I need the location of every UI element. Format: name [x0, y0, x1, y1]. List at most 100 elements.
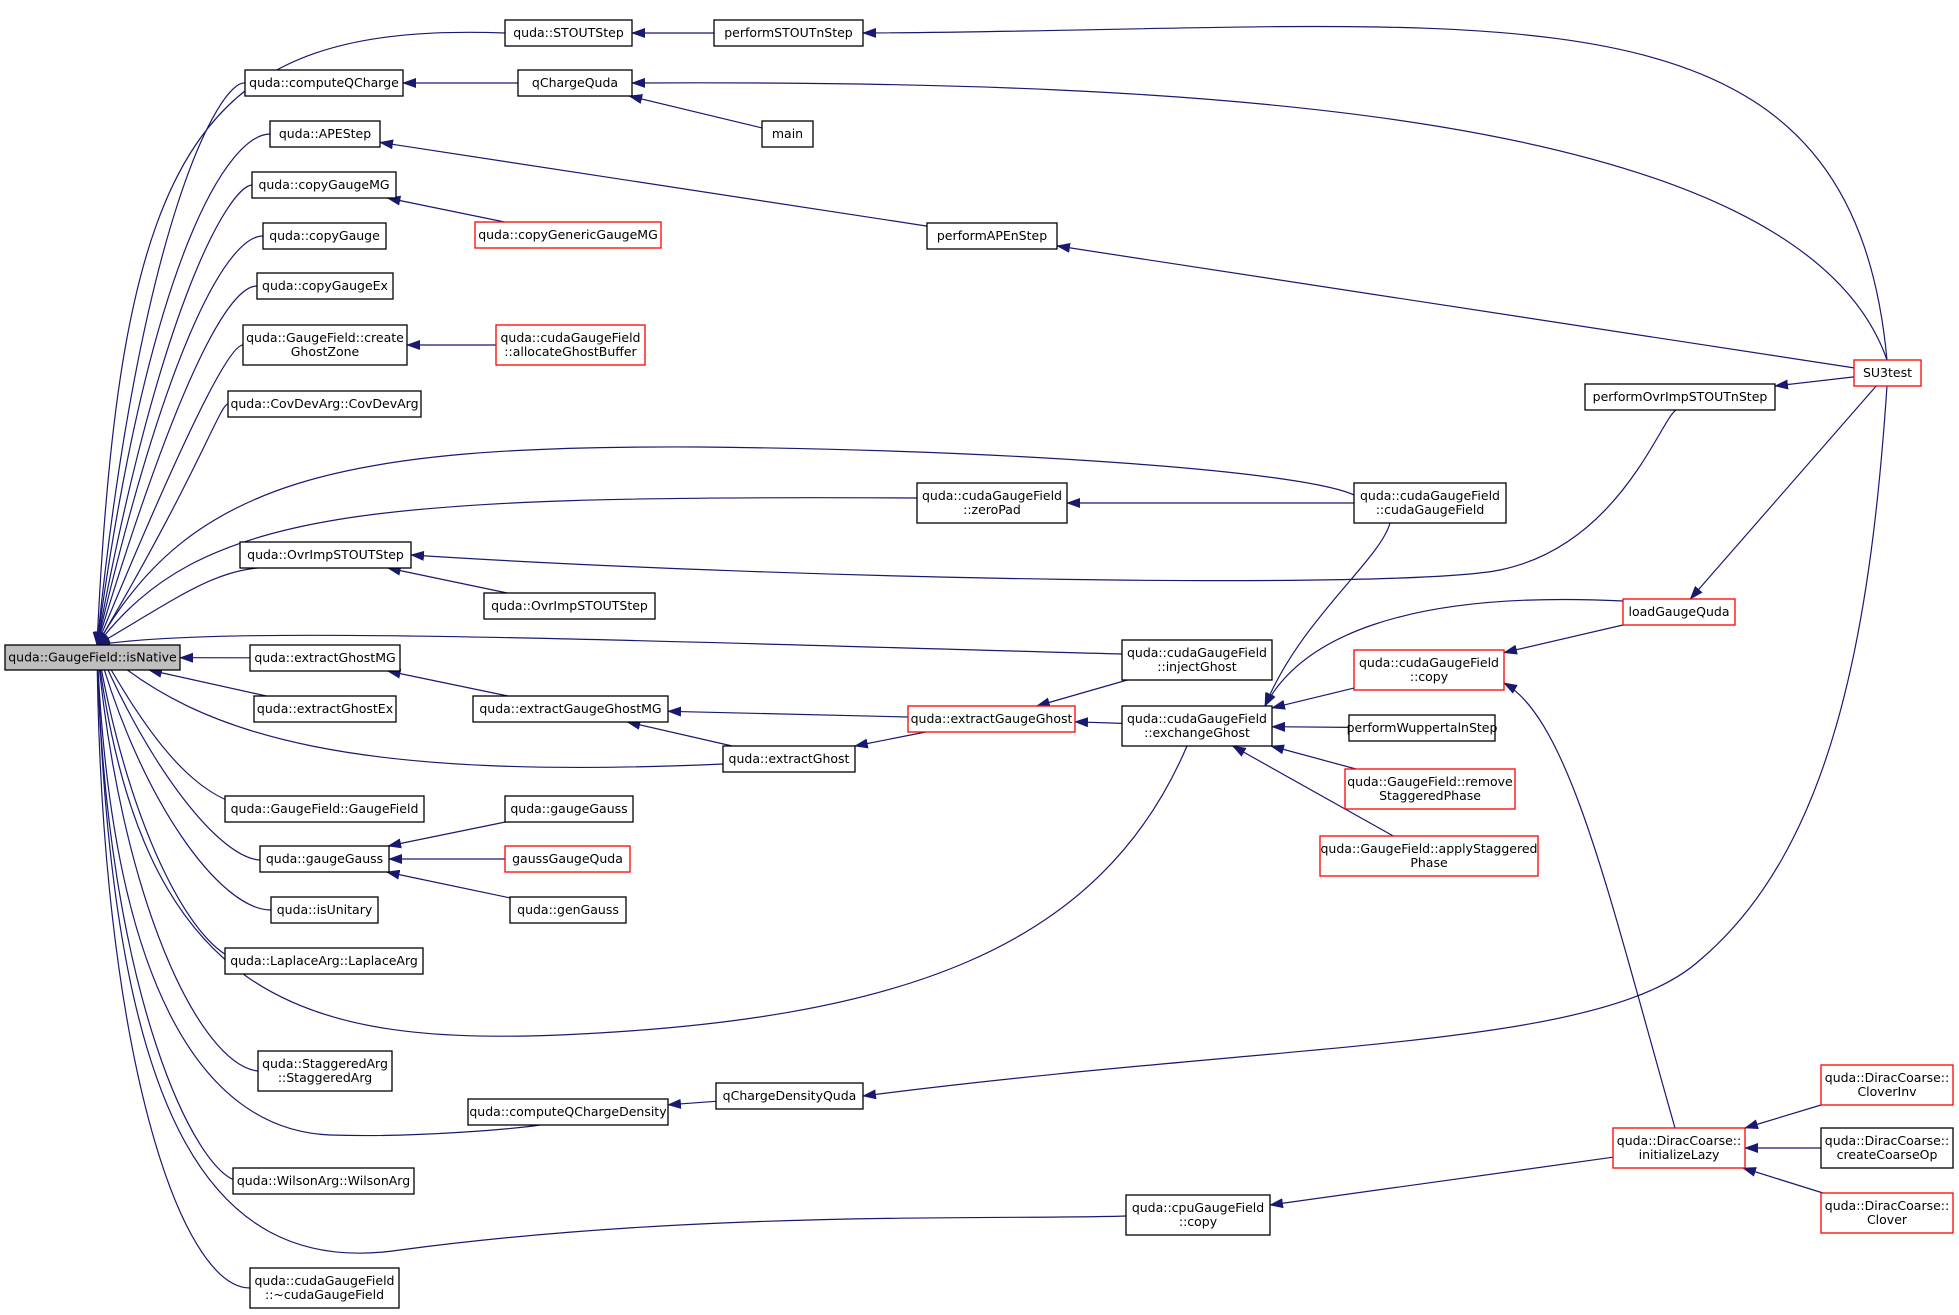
node-performapenstep[interactable]: performAPEnStep	[926, 222, 1058, 250]
node-box[interactable]	[1612, 1127, 1746, 1169]
node-box[interactable]	[1319, 835, 1539, 877]
node-box[interactable]	[713, 19, 864, 47]
node-box[interactable]	[1820, 1127, 1954, 1169]
node-box[interactable]	[483, 592, 656, 620]
node-covdevarg[interactable]: quda::CovDevArg::CovDevArg	[227, 390, 422, 418]
node-extractghost[interactable]: quda::extractGhost	[722, 745, 856, 773]
node-box[interactable]	[907, 705, 1076, 733]
node-box[interactable]	[1820, 1192, 1954, 1234]
node-computeqchargedensity[interactable]: quda::computeQChargeDensity	[467, 1098, 669, 1126]
node-box[interactable]	[1622, 598, 1736, 626]
node-box[interactable]	[517, 69, 633, 97]
node-stoutstep[interactable]: quda::STOUTStep	[504, 19, 633, 47]
node-gaussgaugequda[interactable]: gaussGaugeQuda	[504, 845, 631, 873]
node-cudagaugefieldcopy[interactable]: quda::cudaGaugeField::copy	[1353, 649, 1505, 691]
node-copygauge[interactable]: quda::copyGauge	[262, 222, 387, 250]
node-copygenericgaugemg[interactable]: quda::copyGenericGaugeMG	[474, 221, 662, 249]
node-box[interactable]	[722, 745, 856, 773]
node-copygaugeex[interactable]: quda::copyGaugeEx	[256, 272, 394, 300]
node-gaugefieldctor[interactable]: quda::GaugeField::GaugeField	[224, 795, 425, 823]
node-qchargedensityquda[interactable]: qChargeDensityQuda	[715, 1082, 864, 1110]
node-box[interactable]	[259, 845, 390, 873]
node-exchangeghost[interactable]: quda::cudaGaugeField::exchangeGhost	[1121, 705, 1273, 747]
node-box[interactable]	[227, 390, 422, 418]
node-cloverinv[interactable]: quda::DiracCoarse::CloverInv	[1820, 1064, 1954, 1106]
node-box[interactable]	[467, 1098, 669, 1126]
node-createcoarseop[interactable]: quda::DiracCoarse::createCoarseOp	[1820, 1127, 1954, 1169]
node-box[interactable]	[242, 324, 408, 366]
node-gengauss[interactable]: quda::genGauss	[509, 896, 627, 924]
node-box[interactable]	[270, 896, 379, 924]
node-initializelazy[interactable]: quda::DiracCoarse::initializeLazy	[1612, 1127, 1746, 1169]
node-box[interactable]	[761, 120, 814, 148]
node-box[interactable]	[1125, 1194, 1271, 1236]
node-box[interactable]	[224, 795, 425, 823]
node-cudagaugefieldctor[interactable]: quda::cudaGaugeField::cudaGaugeField	[1353, 482, 1507, 524]
node-cudagaugefielddtor[interactable]: quda::cudaGaugeField::~cudaGaugeField	[249, 1267, 400, 1309]
node-allocateghostbuffer[interactable]: quda::cudaGaugeField::allocateGhostBuffe…	[495, 324, 646, 366]
node-zeropad[interactable]: quda::cudaGaugeField::zeroPad	[916, 482, 1068, 524]
node-performstoutnstep[interactable]: performSTOUTnStep	[713, 19, 864, 47]
node-box[interactable]	[1121, 639, 1273, 681]
node-box[interactable]	[4, 644, 181, 671]
node-gaugegauss1[interactable]: quda::gaugeGauss	[259, 845, 390, 873]
node-box[interactable]	[926, 222, 1058, 250]
node-qchargequda[interactable]: qChargeQuda	[517, 69, 633, 97]
node-ovrimpstoutstep2[interactable]: quda::OvrImpSTOUTStep	[483, 592, 656, 620]
node-box[interactable]	[472, 695, 669, 723]
node-performovrimpstoutnstep[interactable]: performOvrImpSTOUTnStep	[1584, 383, 1776, 411]
node-performwuppertalnstep[interactable]: performWuppertalnStep	[1347, 714, 1498, 742]
node-box[interactable]	[916, 482, 1068, 524]
node-extractghostex[interactable]: quda::extractGhostEx	[253, 695, 397, 723]
node-apestep[interactable]: quda::APEStep	[269, 120, 381, 148]
node-box[interactable]	[474, 221, 662, 249]
node-box[interactable]	[249, 1267, 400, 1309]
node-box[interactable]	[715, 1082, 864, 1110]
node-box[interactable]	[1820, 1064, 1954, 1106]
node-box[interactable]	[1353, 482, 1507, 524]
node-main[interactable]: main	[761, 120, 814, 148]
node-box[interactable]	[504, 19, 633, 47]
node-isunitary[interactable]: quda::isUnitary	[270, 896, 379, 924]
node-box[interactable]	[256, 272, 394, 300]
node-box[interactable]	[232, 1167, 415, 1195]
node-extractgaugeghostmg[interactable]: quda::extractGaugeGhostMG	[472, 695, 669, 723]
node-extractgaugeghost[interactable]: quda::extractGaugeGhost	[907, 705, 1076, 733]
node-box[interactable]	[269, 120, 381, 148]
node-ovrimpstoutstep[interactable]: quda::OvrImpSTOUTStep	[239, 541, 412, 569]
node-su3test[interactable]: SU3test	[1853, 359, 1922, 387]
node-box[interactable]	[251, 171, 397, 199]
node-box[interactable]	[504, 795, 634, 823]
node-box[interactable]	[262, 222, 387, 250]
node-copygaugemg[interactable]: quda::copyGaugeMG	[251, 171, 397, 199]
node-box[interactable]	[1348, 714, 1496, 742]
node-box[interactable]	[1353, 649, 1505, 691]
node-extractghostmg[interactable]: quda::extractGhostMG	[249, 644, 401, 672]
node-cpugaugefieldcopy[interactable]: quda::cpuGaugeField::copy	[1125, 1194, 1271, 1236]
node-injectghost[interactable]: quda::cudaGaugeField::injectGhost	[1121, 639, 1273, 681]
node-staggeredarg[interactable]: quda::StaggeredArg::StaggeredArg	[257, 1050, 393, 1092]
node-box[interactable]	[1584, 383, 1776, 411]
node-wilsonarg[interactable]: quda::WilsonArg::WilsonArg	[232, 1167, 415, 1195]
node-box[interactable]	[253, 695, 397, 723]
node-laplacearg[interactable]: quda::LaplaceArg::LaplaceArg	[224, 947, 424, 975]
node-root[interactable]: quda::GaugeField::isNative	[4, 644, 181, 671]
node-box[interactable]	[504, 845, 631, 873]
node-box[interactable]	[239, 541, 412, 569]
node-box[interactable]	[224, 947, 424, 975]
node-box[interactable]	[257, 1050, 393, 1092]
node-computeqcharge[interactable]: quda::computeQCharge	[244, 69, 404, 97]
node-box[interactable]	[249, 644, 401, 672]
node-clover[interactable]: quda::DiracCoarse::Clover	[1820, 1192, 1954, 1234]
node-box[interactable]	[1853, 359, 1922, 387]
node-box[interactable]	[244, 69, 404, 97]
node-loadgaugequda[interactable]: loadGaugeQuda	[1622, 598, 1736, 626]
node-box[interactable]	[495, 324, 646, 366]
node-box[interactable]	[509, 896, 627, 924]
node-box[interactable]	[1344, 768, 1516, 810]
node-box[interactable]	[1121, 705, 1273, 747]
node-gaugegauss2[interactable]: quda::gaugeGauss	[504, 795, 634, 823]
